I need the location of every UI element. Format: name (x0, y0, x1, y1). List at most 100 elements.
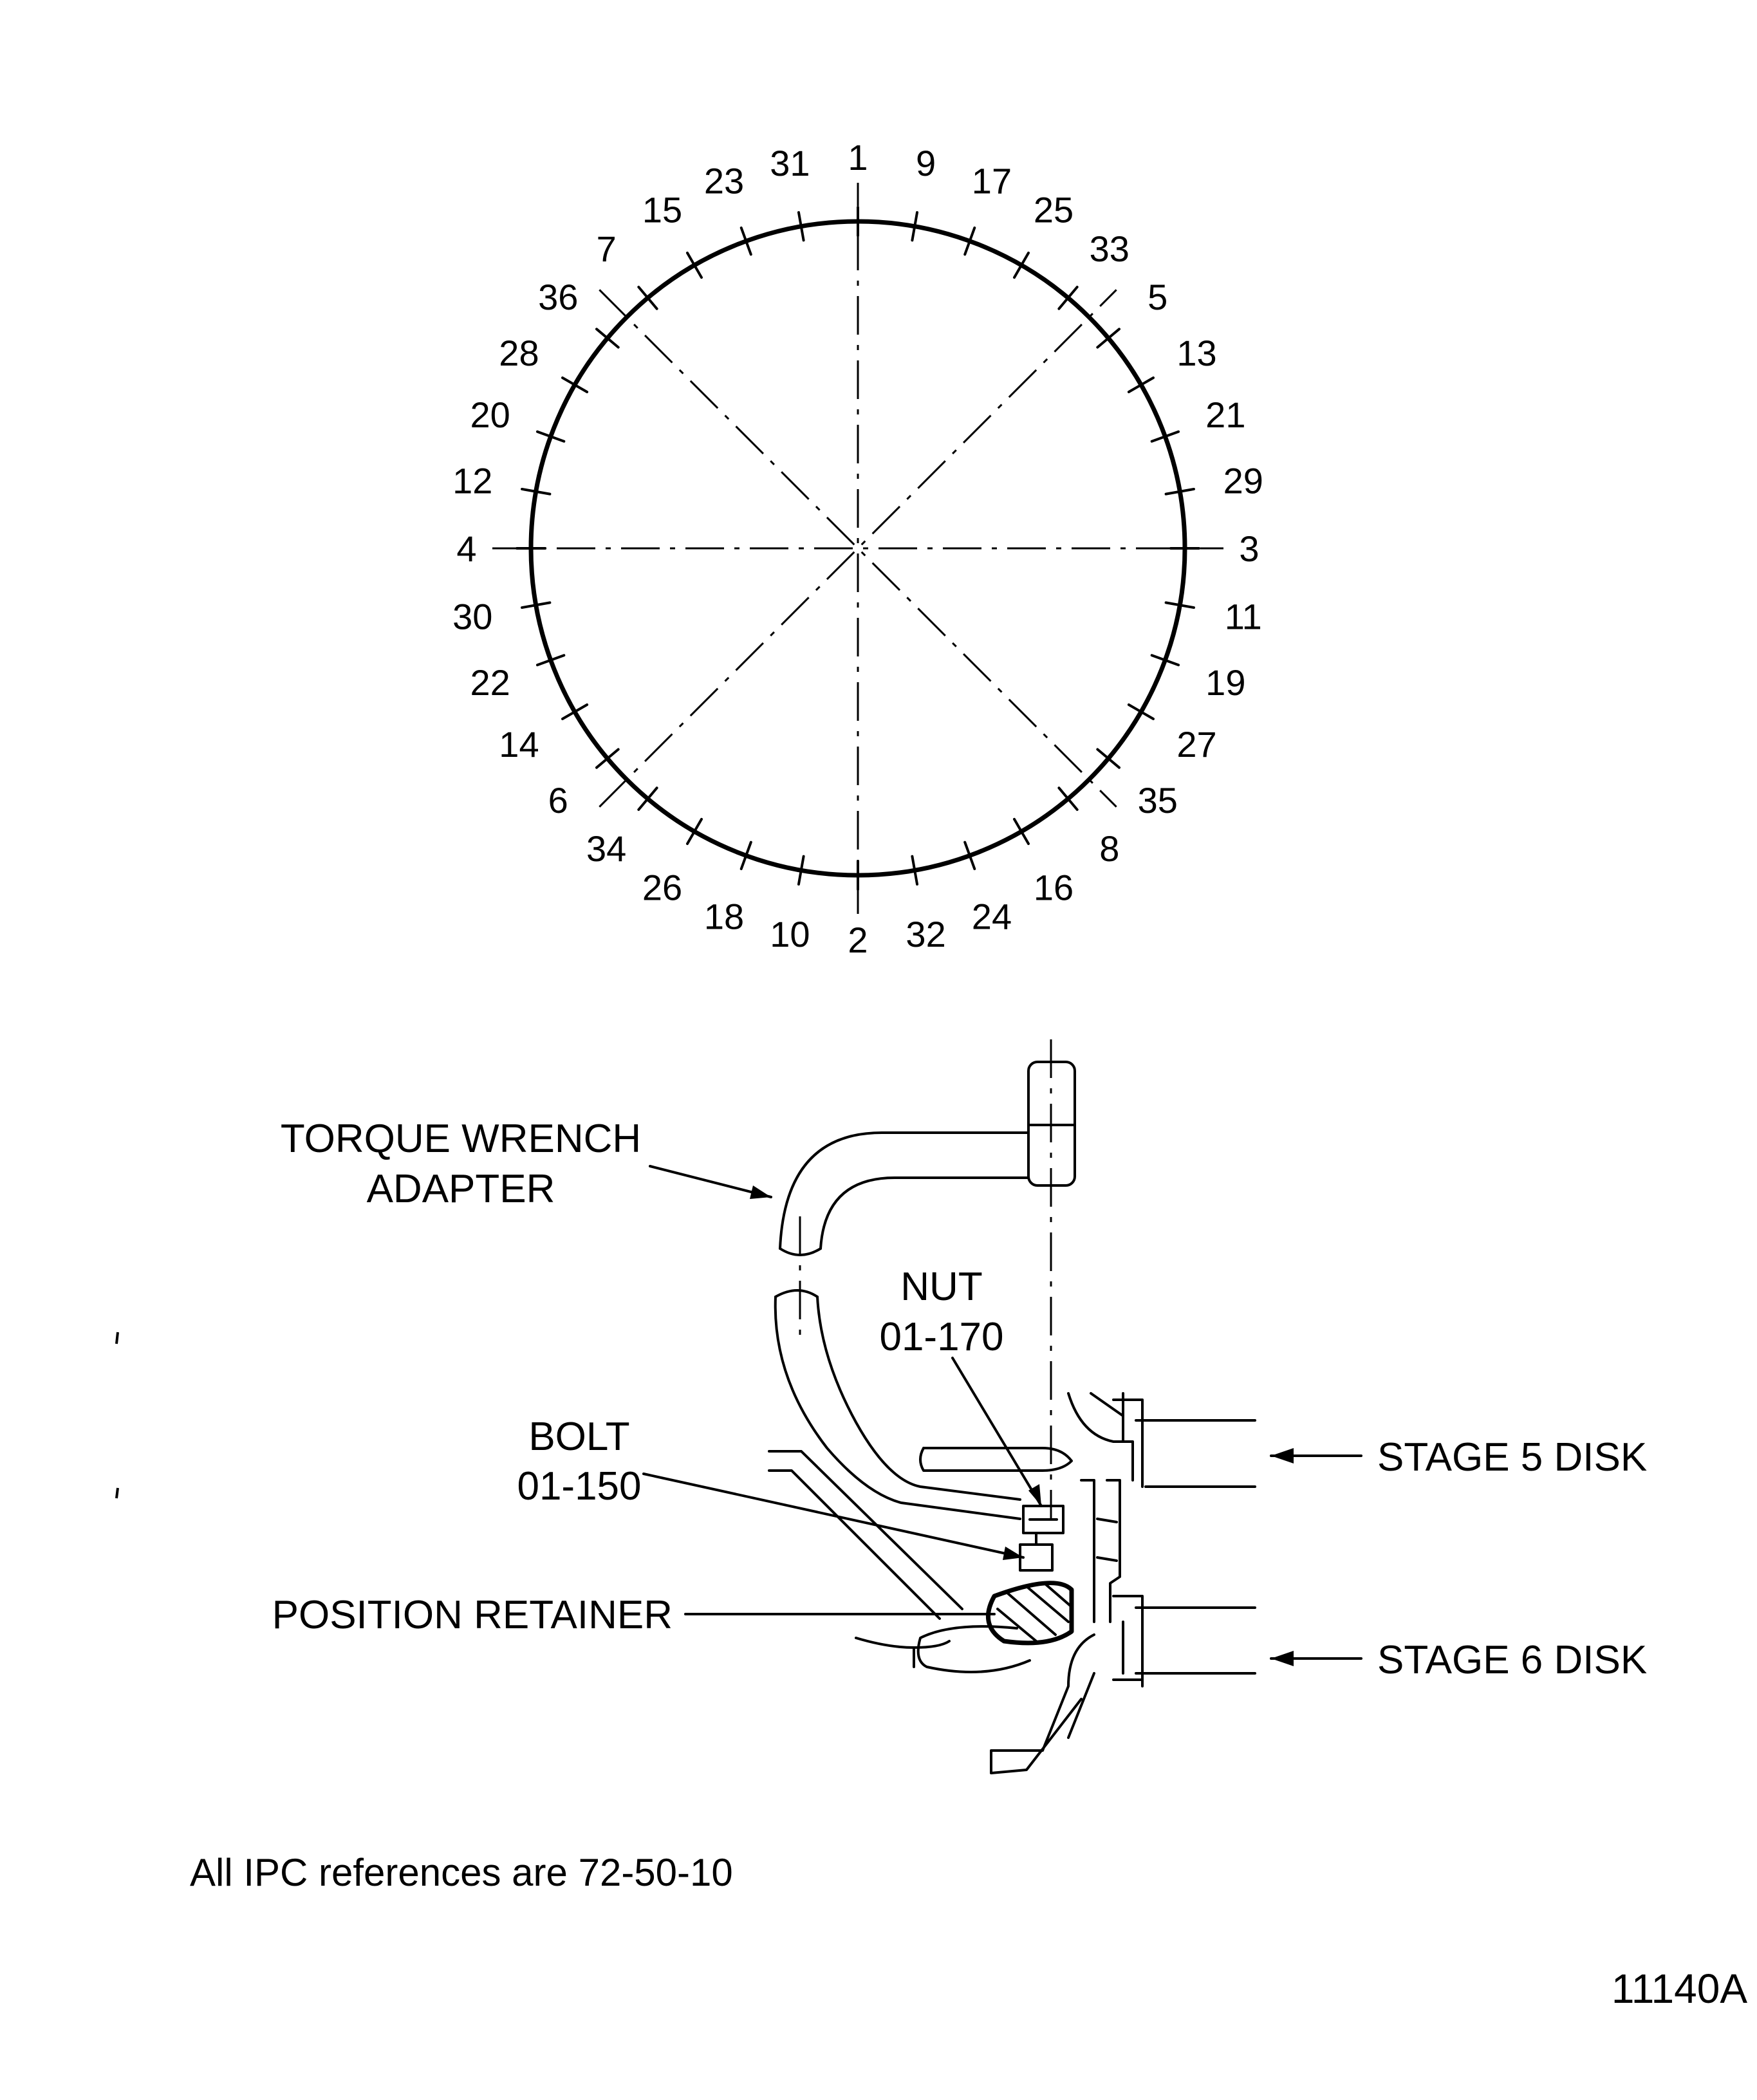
center-web (1080, 1479, 1121, 1623)
bolt-hole-tick (1150, 654, 1180, 667)
bolt-hole-tick (911, 211, 919, 242)
adapter-leader (649, 1165, 772, 1198)
circle-centerlines (492, 183, 1223, 914)
disk-assembly-section (768, 1392, 1256, 1774)
stage6-leader-arrow (1271, 1651, 1294, 1666)
position-retainer-label: POSITION RETAINER (272, 1593, 673, 1637)
bolt-hole-number: 8 (1099, 828, 1119, 869)
bolt-hole-tick (686, 252, 703, 279)
adapter-upper-arm (779, 1131, 1030, 1250)
bolt-hole-number: 31 (770, 143, 810, 183)
bolt-hole-number: 20 (470, 395, 510, 435)
bolt-hole-number: 21 (1205, 395, 1245, 435)
leader-lines (642, 1165, 1362, 1666)
bolt-hole-tick (1127, 376, 1155, 393)
bolt-hole-number: 26 (642, 868, 682, 908)
bolt-hole-number: 28 (499, 333, 539, 373)
bolt-hole-number: 27 (1176, 724, 1216, 765)
bolt-hole-tick (1057, 786, 1079, 812)
bolt-hole-number: 25 (1034, 189, 1074, 230)
bolt-hole-number: 16 (1034, 868, 1074, 908)
bolt-label-2: 01-150 (517, 1464, 641, 1509)
circle-tick-marks (516, 206, 1200, 891)
bolt-hole-tick (535, 654, 566, 667)
scan-mark (115, 1487, 119, 1499)
bolt-hole-number: 12 (452, 460, 492, 501)
bolt-hole-number: 32 (906, 914, 945, 954)
nut-leader (951, 1357, 1043, 1507)
figure-number: 11140A (1612, 1965, 1747, 2012)
bolt-hole-tick (911, 855, 919, 886)
bolt-hole-tick (1013, 252, 1030, 279)
bolt-hole-tick (1164, 601, 1195, 609)
bolt-hole-tick (1096, 328, 1121, 349)
stage6-disk-label: STAGE 6 DISK (1377, 1638, 1647, 1682)
bolt-hole-number: 36 (538, 277, 578, 317)
stage5-disk-label: STAGE 5 DISK (1377, 1435, 1647, 1480)
bolt-head (1019, 1543, 1054, 1572)
bolt-hole-number: 4 (456, 528, 476, 569)
bolt-hole-number: 33 (1090, 228, 1130, 269)
bolt-hole-tick (686, 817, 703, 845)
bolt-hole-number: 13 (1176, 333, 1216, 373)
position-retainer-hatch (996, 1583, 1072, 1642)
torque-wrench-adapter-label-2: ADAPTER (367, 1167, 555, 1211)
bolt-hole-number: 22 (470, 662, 510, 703)
bolt-hole-tick (739, 226, 752, 256)
bolt-hole-number: 9 (916, 143, 936, 183)
bolt-hole-number: 35 (1138, 780, 1178, 821)
bolt-hole-tick (963, 226, 976, 256)
adapter-lower-break (774, 1289, 819, 1298)
bolt-hole-number: 11 (1225, 597, 1262, 637)
scan-mark (115, 1332, 119, 1344)
bolt-hole-tick (1127, 703, 1155, 720)
adapter-leader-arrow (750, 1185, 771, 1199)
bolt-label-1: BOLT (528, 1415, 629, 1459)
bolt-hole-number: 3 (1239, 528, 1259, 569)
bolt-leader (642, 1473, 1025, 1559)
stage5-flange (1067, 1392, 1144, 1488)
stage5-rim (919, 1447, 1073, 1472)
bolt-hole-number: 14 (499, 724, 539, 765)
stage6-flange (1112, 1595, 1144, 1687)
bolt-hole-tick (521, 601, 552, 609)
adapter-lower-arm (774, 1296, 1021, 1520)
bolt-hole-number: 34 (586, 828, 626, 869)
ipc-note: All IPC references are 72-50-10 (190, 1851, 733, 1894)
bolt-hole-tick (1150, 430, 1180, 443)
nut-shape (1022, 1505, 1064, 1534)
bolt-hole-tick (637, 285, 658, 310)
bolt-hole-number: 1 (848, 137, 868, 178)
bolt-hole-tick (535, 430, 566, 443)
bolt-hole-tick (797, 855, 805, 886)
bolt-hole-number: 15 (642, 189, 682, 230)
stage6-hub (768, 1450, 1095, 1774)
bolt-hole-number: 7 (597, 228, 617, 269)
nut-label-2: 01-170 (879, 1315, 1003, 1359)
bolt-hole-tick (521, 487, 552, 496)
bolt-hole-tick (1096, 748, 1121, 769)
bolt-hole-tick (963, 841, 976, 871)
torque-wrench-adapter-label-1: TORQUE WRENCH (281, 1117, 641, 1161)
bolt-hole-number: 10 (770, 914, 810, 954)
bolt-hole-number: 5 (1148, 277, 1167, 317)
torque-wrench-adapter-drawing (774, 1039, 1076, 1534)
bolt-hole-tick (797, 211, 805, 242)
bolt-hole-number: 2 (848, 920, 868, 960)
position-retainer-shape (985, 1581, 1074, 1646)
bolt-hole-tick (595, 748, 620, 769)
stage5-leader-arrow (1271, 1448, 1294, 1463)
bolt-hole-tick (1057, 285, 1079, 310)
bolt-hole-tick (637, 786, 658, 812)
bolt-hole-number: 6 (548, 780, 568, 821)
circle-centerline (599, 289, 1117, 808)
nut-leader-arrow (1028, 1484, 1041, 1506)
bolt-hole-number: 17 (972, 161, 1012, 201)
bolt-hole-number: 29 (1223, 460, 1263, 501)
bolt-hole-tick (561, 703, 589, 720)
bolt-hole-tick (1164, 487, 1195, 496)
bolt-leader-arrow (1003, 1547, 1023, 1560)
